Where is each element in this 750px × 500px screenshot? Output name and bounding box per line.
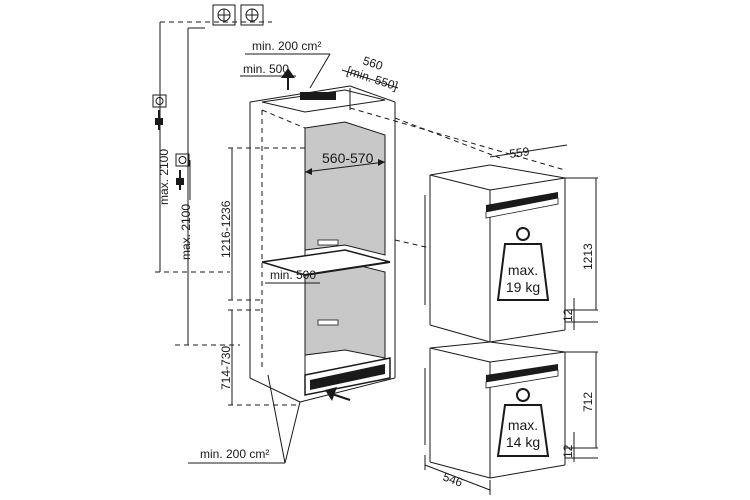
ground-socket-icon [152,94,190,167]
weight-icon [496,227,550,301]
dimension-upper-gap: 12 [561,308,575,322]
lower-appliance [424,341,566,479]
dimension-upper-height: 1213 [581,243,595,270]
lower-weight-label: max. [508,417,538,433]
dimension-niche-upper-height: 1216-1236 [219,200,233,258]
dimension-max-2100-inner: max. 2100 [179,204,193,260]
dimension-lower-gap: 12 [561,444,575,458]
dimension-lower-height: 712 [581,392,595,412]
dimension-niche-depth: 560 [361,54,385,74]
dimension-niche-width: 560-570 [322,150,374,166]
height-dimension-lines [155,21,272,346]
dimension-vent-top: min. 200 cm² [252,39,321,53]
upper-appliance [424,164,566,343]
dimension-max-2100-outer: max. 2100 [157,149,171,205]
upper-weight-value: 19 kg [506,279,540,295]
plug-icon [155,110,184,190]
dimension-upper-depth: 559 [508,144,530,161]
airflow-arrow-icon [325,387,351,401]
dimension-lower-depth: 546 [441,470,465,490]
weight-icon [496,388,550,457]
dimension-niche-lower-height: 714-730 [219,346,233,390]
dimension-vent-top-depth: min. 500 [243,62,289,76]
niche-cabinet [249,85,396,403]
lower-weight-value: 14 kg [506,434,540,450]
dimension-vent-bottom: min. 200 cm² [200,447,269,461]
upper-weight-label: max. [508,262,538,278]
dimension-shelf-depth: min. 500 [270,268,316,282]
ground-socket-icon [212,4,264,26]
